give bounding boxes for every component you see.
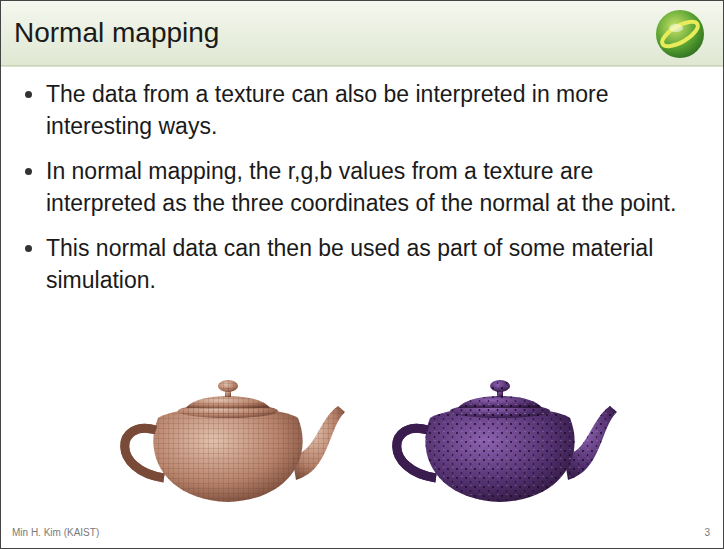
bullet-dot [25,91,32,98]
header-band [0,0,724,66]
bullet-text: In normal mapping, the r,g,b values from… [22,155,682,219]
header-rule [0,66,724,67]
footer-credit: Min H. Kim (KAIST) [12,527,99,538]
bullet-dot [25,245,32,252]
bullet-text: This normal data can then be used as par… [22,232,682,296]
page-number: 3 [704,527,710,538]
logo [656,10,704,58]
teapot-right [397,380,617,502]
bullet-dot [25,168,32,175]
teapot-left [125,380,345,502]
bullet-text: The data from a texture can also be inte… [22,78,682,142]
slide-title: Normal mapping [14,17,219,49]
bullet-list: The data from a texture can also be inte… [22,78,682,309]
